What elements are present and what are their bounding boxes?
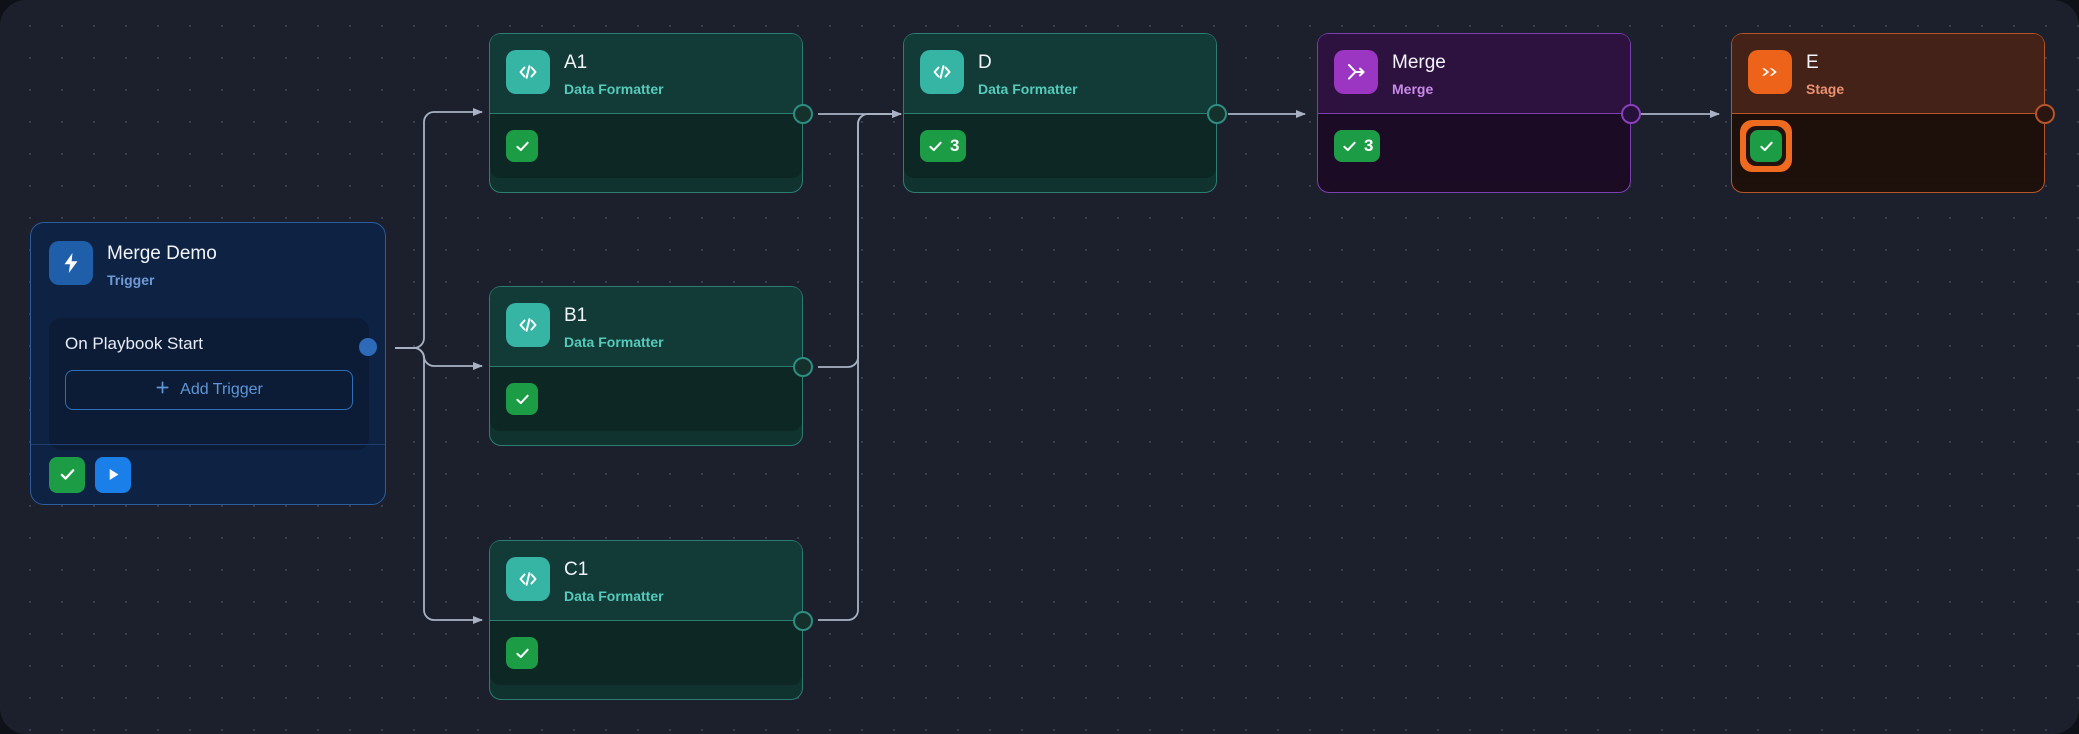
status-badge[interactable] bbox=[506, 130, 538, 162]
node-d-subtitle: Data Formatter bbox=[978, 81, 1078, 97]
node-b1[interactable]: B1 Data Formatter bbox=[489, 286, 813, 446]
node-merge-title: Merge bbox=[1392, 52, 1446, 73]
node-b1-title: B1 bbox=[564, 305, 588, 326]
trigger-row-label: On Playbook Start bbox=[65, 334, 203, 353]
add-trigger-label: Add Trigger bbox=[180, 381, 263, 398]
trigger-node[interactable]: Merge Demo Trigger On Playbook Start Add… bbox=[30, 222, 386, 505]
status-badge[interactable] bbox=[1750, 130, 1782, 162]
code-brackets-icon bbox=[506, 50, 550, 94]
node-e-title: E bbox=[1806, 52, 1819, 73]
lightning-bolt-icon bbox=[49, 241, 93, 285]
node-d-title: D bbox=[978, 52, 992, 73]
trigger-footer bbox=[31, 444, 385, 504]
node-d-output-port[interactable] bbox=[1207, 104, 1227, 124]
code-brackets-icon bbox=[506, 303, 550, 347]
status-badge-count: 3 bbox=[950, 136, 960, 155]
node-a1-subtitle: Data Formatter bbox=[564, 81, 664, 97]
node-merge-header: Merge Merge bbox=[1318, 34, 1630, 114]
node-merge-body: 3 bbox=[1318, 114, 1630, 178]
node-b1-body bbox=[490, 367, 802, 431]
trigger-header: Merge Demo Trigger bbox=[31, 223, 385, 305]
node-merge-subtitle: Merge bbox=[1392, 81, 1434, 97]
trigger-inner-panel: On Playbook Start Add Trigger bbox=[49, 318, 377, 450]
node-e-output-port[interactable] bbox=[2035, 104, 2055, 124]
double-chevron-icon bbox=[1748, 50, 1792, 94]
code-brackets-icon bbox=[920, 50, 964, 94]
node-b1-header: B1 Data Formatter bbox=[490, 287, 802, 367]
status-badge[interactable]: 3 bbox=[920, 130, 967, 162]
node-e-body bbox=[1732, 114, 2044, 178]
node-c1-header: C1 Data Formatter bbox=[490, 541, 802, 621]
trigger-output-port[interactable] bbox=[359, 338, 377, 356]
node-b1-output-port[interactable] bbox=[793, 357, 813, 377]
node-e[interactable]: E Stage bbox=[1731, 33, 2055, 193]
edge-b1-d bbox=[818, 110, 902, 368]
status-badge[interactable]: 3 bbox=[1334, 130, 1381, 162]
code-brackets-icon bbox=[506, 557, 550, 601]
trigger-title: Merge Demo bbox=[107, 243, 217, 264]
merge-arrow-icon bbox=[1334, 50, 1378, 94]
node-e-header: E Stage bbox=[1732, 34, 2044, 114]
edge-c1-d bbox=[818, 113, 901, 621]
node-d[interactable]: D Data Formatter 3 bbox=[903, 33, 1227, 193]
node-b1-subtitle: Data Formatter bbox=[564, 334, 664, 350]
node-a1-title: A1 bbox=[564, 52, 588, 73]
status-badge[interactable] bbox=[506, 383, 538, 415]
node-a1-body bbox=[490, 114, 802, 178]
node-c1-output-port[interactable] bbox=[793, 611, 813, 631]
validate-button[interactable] bbox=[49, 456, 85, 493]
node-d-body: 3 bbox=[904, 114, 1216, 178]
node-d-header: D Data Formatter bbox=[904, 34, 1216, 114]
node-c1[interactable]: C1 Data Formatter bbox=[489, 540, 813, 700]
plus-icon bbox=[155, 380, 170, 400]
node-merge[interactable]: Merge Merge 3 bbox=[1317, 33, 1641, 193]
status-badge-count: 3 bbox=[1364, 136, 1374, 155]
edge-trigger-b1 bbox=[395, 347, 483, 370]
edge-trigger-c1 bbox=[395, 347, 483, 624]
node-merge-output-port[interactable] bbox=[1621, 104, 1641, 124]
selection-ring bbox=[1740, 120, 1792, 172]
node-c1-subtitle: Data Formatter bbox=[564, 588, 664, 604]
node-a1[interactable]: A1 Data Formatter bbox=[489, 33, 813, 193]
node-c1-title: C1 bbox=[564, 559, 589, 580]
node-a1-header: A1 Data Formatter bbox=[490, 34, 802, 114]
status-badge[interactable] bbox=[506, 637, 538, 669]
run-button[interactable] bbox=[95, 456, 131, 493]
edge-trigger-a1 bbox=[395, 108, 483, 349]
add-trigger-button[interactable]: Add Trigger bbox=[65, 370, 353, 410]
node-c1-body bbox=[490, 621, 802, 685]
node-e-subtitle: Stage bbox=[1806, 81, 1845, 97]
trigger-subtitle: Trigger bbox=[107, 272, 155, 288]
node-a1-output-port[interactable] bbox=[793, 104, 813, 124]
